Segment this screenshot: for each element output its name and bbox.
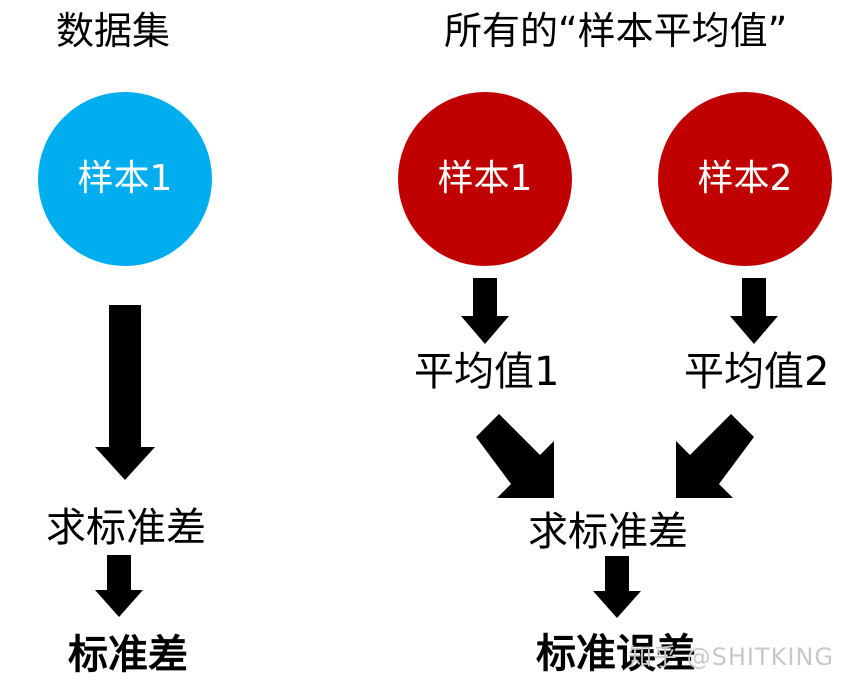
- right-result-label: 标准误差: [536, 631, 696, 677]
- right-sample-label-2: 样本2: [697, 158, 793, 199]
- sample-means-title: 所有的“样本平均值”: [444, 9, 788, 53]
- mean-arrow-down-1: [461, 278, 509, 344]
- left-arrow-down-small: [95, 555, 143, 617]
- mean-arrow-down-2: [730, 278, 778, 344]
- mean-label-1: 平均值1: [414, 349, 560, 395]
- right-step-label: 求标准差: [528, 509, 688, 555]
- right-sample-circle-2: 样本2: [658, 92, 832, 266]
- left-step-label: 求标准差: [46, 505, 206, 551]
- left-sample-label: 样本1: [77, 158, 173, 199]
- right-sample-label-1: 样本1: [437, 158, 533, 199]
- left-result-label: 标准差: [68, 632, 188, 678]
- watermark: 知乎 @SHITKING: [628, 643, 835, 671]
- diagonal-arrow-left: [476, 414, 554, 498]
- diagonal-arrow-right: [676, 414, 754, 498]
- dataset-title: 数据集: [56, 9, 171, 53]
- right-arrow-down-small: [593, 556, 641, 618]
- right-sample-circle-1: 样本1: [398, 92, 572, 266]
- left-arrow-down-large: [95, 305, 155, 480]
- left-sample-circle: 样本1: [38, 92, 212, 266]
- mean-label-2: 平均值2: [684, 349, 830, 395]
